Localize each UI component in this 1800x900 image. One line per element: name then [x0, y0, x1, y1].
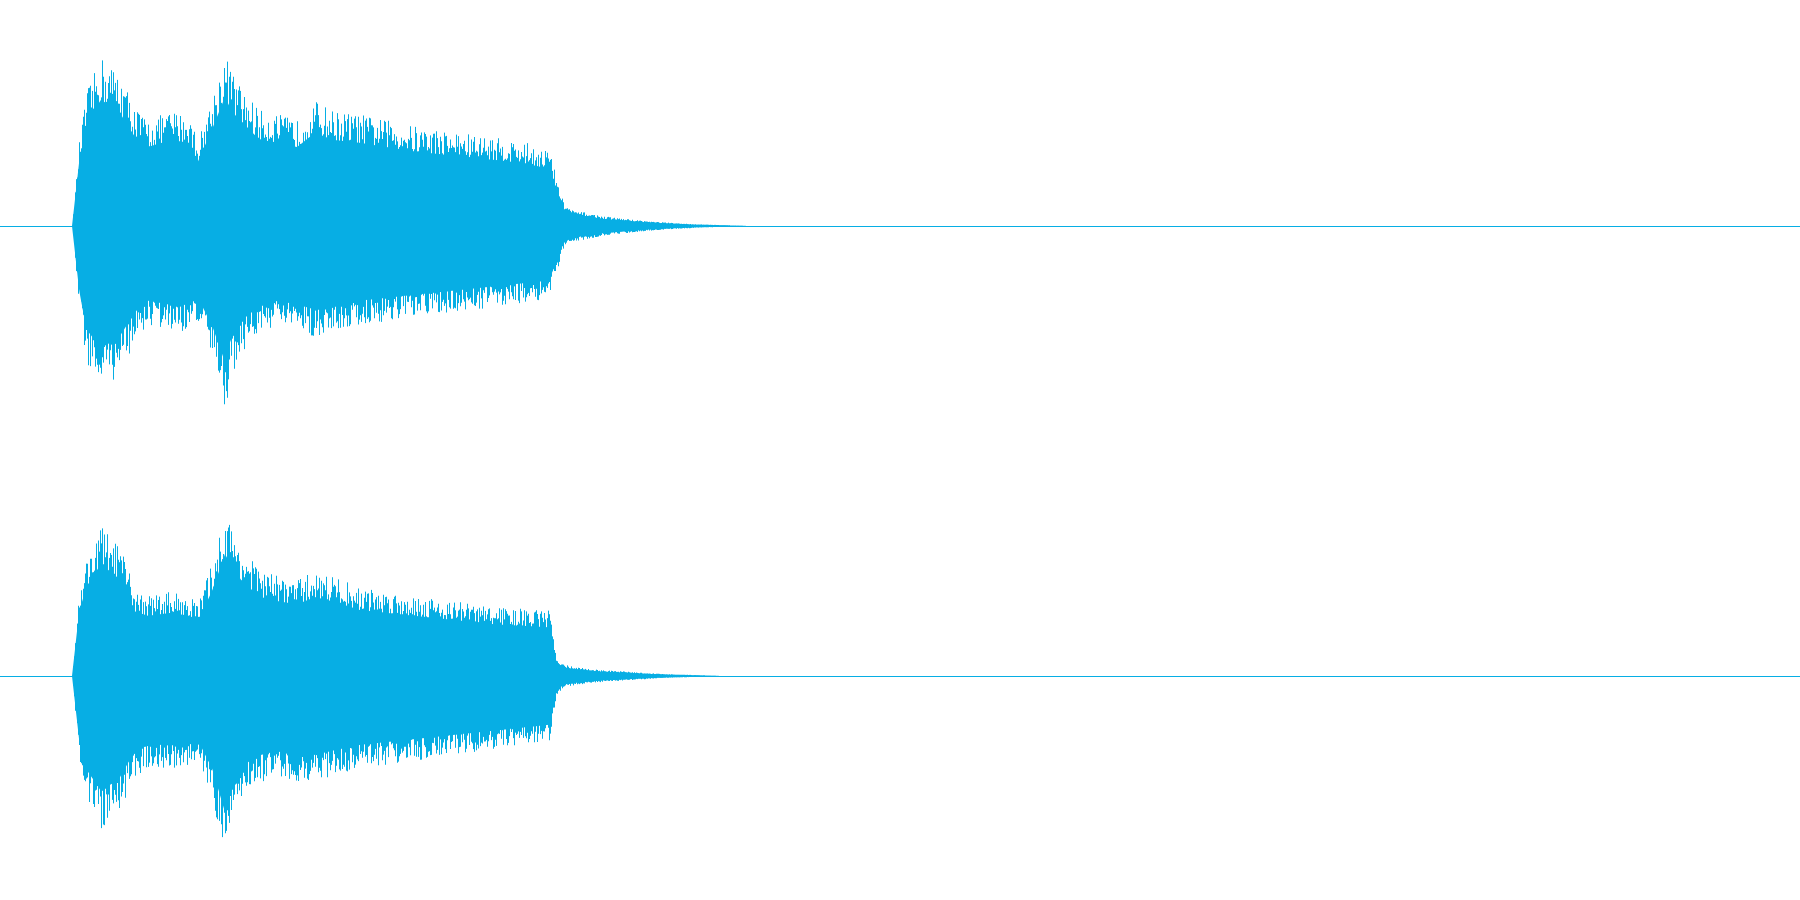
- channel-2-waveform-peaks: [73, 524, 719, 838]
- channel-1-waveform-peaks: [73, 60, 746, 405]
- channel-2-waveform: [72, 524, 720, 838]
- channel-2-lane: [0, 524, 1800, 838]
- channel-1-lane: [0, 60, 1800, 405]
- channel-1-waveform: [72, 60, 747, 405]
